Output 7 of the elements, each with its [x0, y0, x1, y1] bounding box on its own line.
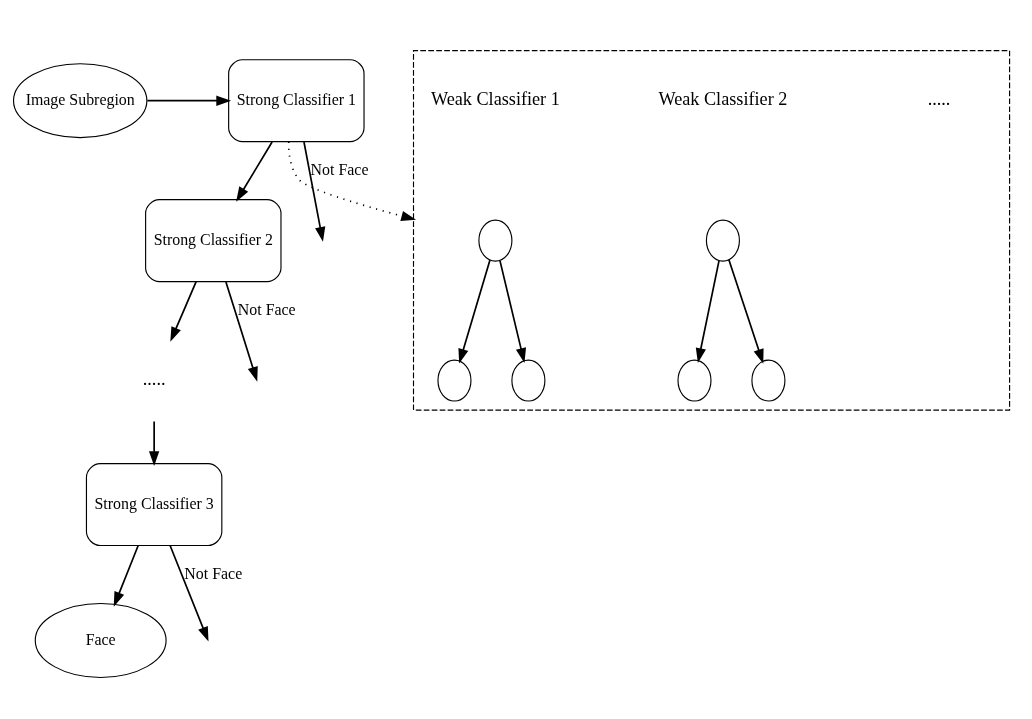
- edge-label: Not Face: [184, 564, 243, 582]
- edge-label: Not Face: [237, 300, 296, 318]
- edge-label: Not Face: [310, 160, 369, 178]
- label: Weak Classifier 1: [430, 89, 560, 110]
- node-text: .....: [142, 368, 166, 389]
- label: Weak Classifier 2: [658, 89, 788, 110]
- label: .....: [927, 89, 951, 110]
